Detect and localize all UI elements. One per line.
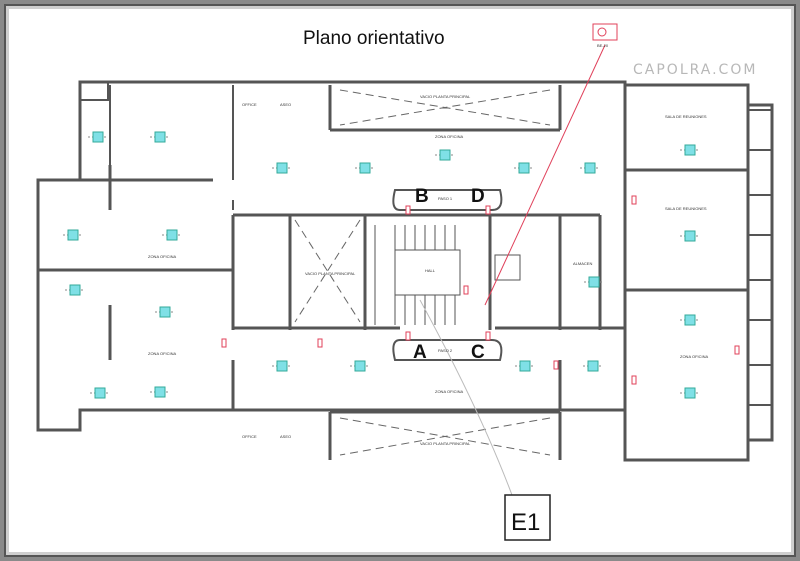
callout-line [484, 44, 606, 306]
light-fixture-icon [515, 360, 535, 372]
light-fixture-icon [580, 162, 600, 174]
light-fixture-icon [272, 162, 292, 174]
light-fixture-icon [680, 230, 700, 242]
door-marker-c: C [471, 342, 485, 363]
room-label-zona: ZONA OFICINA [680, 354, 709, 359]
room-label-paso1: PASO 1 [438, 196, 453, 201]
leader-line [419, 299, 513, 496]
drawing-frame [4, 4, 796, 557]
room-label-office: OFFICE [242, 102, 257, 107]
watermark-brand: CAPOLRA.COM [633, 62, 758, 78]
light-fixture-icon [584, 276, 604, 288]
light-fixture-icon [162, 229, 182, 241]
callout-e1: E1 [504, 494, 551, 541]
light-fixture-icon [583, 360, 603, 372]
light-fixture-icon [350, 360, 370, 372]
emergency-light-icon [405, 331, 411, 341]
light-fixture-icon [150, 131, 170, 143]
room-label-office: OFFICE [242, 434, 257, 439]
door-marker-a: A [413, 342, 427, 363]
room-label-zona: ZONA OFICINA [435, 389, 464, 394]
room-label-vacio: VACIO PLANTA PRINCIPAL [420, 441, 471, 446]
door-markers: B D A C [413, 186, 485, 363]
legend-symbol: BE-20 [592, 23, 618, 48]
light-fixture-icon [680, 387, 700, 399]
stair [374, 225, 521, 325]
room-label-zona: ZONA OFICINA [435, 134, 464, 139]
room-label-sala: SALA DE REUNIONES [665, 114, 707, 119]
walls [36, 80, 774, 462]
room-label-vacio: VACIO PLANTA PRINCIPAL [420, 94, 471, 99]
light-fixture-icon [150, 386, 170, 398]
emergency-light-icon [405, 205, 411, 215]
room-label-zona: ZONA OFICINA [148, 254, 177, 259]
room-label-paso2: PASO 2 [438, 348, 453, 353]
emergency-light-icon [485, 331, 491, 341]
emergency-light-icon [221, 338, 227, 348]
room-label-hall: HALL [425, 268, 436, 273]
callout-label: E1 [511, 509, 540, 536]
door-marker-d: D [471, 186, 485, 207]
voids [294, 89, 551, 456]
emergency-light-icon [463, 285, 469, 295]
light-fixture-icon [90, 387, 110, 399]
room-label-aseo: ASEO [280, 102, 291, 107]
room-label-zona: ZONA OFICINA [148, 351, 177, 356]
light-fixture-icon [514, 162, 534, 174]
legend-symbol-label: BE-20 [597, 43, 609, 48]
room-label-vacio: VACIO PLANTA PRINCIPAL [305, 271, 356, 276]
light-fixture-icon [88, 131, 108, 143]
light-fixture-icon [155, 306, 175, 318]
plan-title: Plano orientativo [303, 28, 445, 49]
room-label-aseo: ASEO [280, 434, 291, 439]
light-fixture-icon [272, 360, 292, 372]
emergency-light-icon [631, 375, 637, 385]
light-fixture-icon [680, 314, 700, 326]
emergency-light-icon [631, 195, 637, 205]
door-marker-b: B [415, 186, 429, 207]
room-label-sala: SALA DE REUNIONES [665, 206, 707, 211]
light-fixture-icon [680, 144, 700, 156]
light-fixture-icon [65, 284, 85, 296]
emergency-light-icon [485, 205, 491, 215]
emergency-light-icon [317, 338, 323, 348]
emergency-light-icon [734, 345, 740, 355]
light-fixture-icon [355, 162, 375, 174]
light-fixture-icon [63, 229, 83, 241]
light-fixture-icon [435, 149, 455, 161]
emergency-light-icon [553, 360, 559, 370]
room-label-almacen: ALMACEN [573, 261, 592, 266]
